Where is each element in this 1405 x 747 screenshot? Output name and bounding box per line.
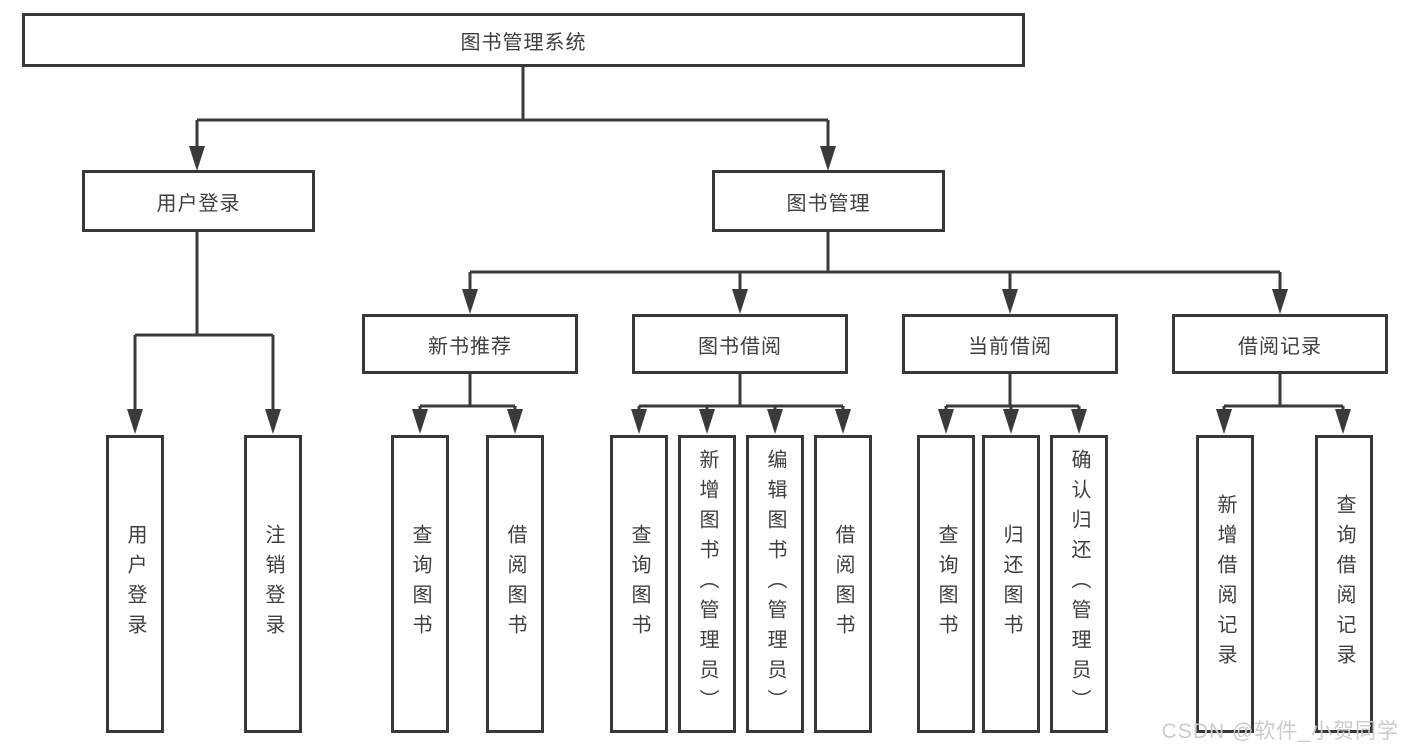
leaf-confirm-return-admin: 确认归还（管理员） (1050, 435, 1108, 733)
leaf-label: 确认归还（管理员） (1068, 449, 1090, 719)
leaf-return-books: 归还图书 (982, 435, 1040, 733)
node-label: 用户登录 (156, 192, 241, 215)
leaf-label: 注销登录 (262, 524, 284, 644)
node-label: 借阅记录 (1238, 335, 1322, 358)
leaf-label: 查询图书 (409, 524, 431, 644)
leaf-label: 借阅图书 (504, 524, 526, 644)
leaf-query-books-current: 查询图书 (917, 435, 975, 733)
node-label: 图书管理 (786, 192, 871, 215)
leaf-query-books-borrow: 查询图书 (610, 435, 668, 733)
node-library-management-system: 图书管理系统 (22, 13, 1025, 67)
leaf-label: 归还图书 (1000, 524, 1022, 644)
leaf-label: 用户登录 (124, 524, 146, 644)
node-new-book-recommendation: 新书推荐 (362, 314, 578, 374)
leaf-add-borrow-record: 新增借阅记录 (1196, 435, 1254, 733)
leaf-label: 借阅图书 (832, 524, 854, 644)
node-label: 当前借阅 (968, 335, 1052, 358)
leaf-user-login: 用户登录 (106, 435, 164, 733)
leaf-label: 查询图书 (935, 524, 957, 644)
node-current-borrowing: 当前借阅 (902, 314, 1118, 374)
node-label: 新书推荐 (428, 335, 512, 358)
node-user-login: 用户登录 (82, 170, 315, 232)
node-borrowing-records: 借阅记录 (1172, 314, 1388, 374)
leaf-label: 查询图书 (628, 524, 650, 644)
node-label: 图书借阅 (698, 335, 782, 358)
leaf-query-borrow-record: 查询借阅记录 (1315, 435, 1373, 733)
leaf-borrow-books-recommend: 借阅图书 (486, 435, 544, 733)
leaf-label: 新增图书（管理员） (696, 449, 718, 719)
leaf-edit-book-admin: 编辑图书（管理员） (746, 435, 804, 733)
node-book-management: 图书管理 (712, 170, 945, 232)
leaf-label: 编辑图书（管理员） (764, 449, 786, 719)
leaf-query-books-recommend: 查询图书 (391, 435, 449, 733)
node-book-borrowing: 图书借阅 (632, 314, 848, 374)
leaf-borrow-books: 借阅图书 (814, 435, 872, 733)
leaf-add-book-admin: 新增图书（管理员） (678, 435, 736, 733)
node-label: 图书管理系统 (460, 31, 587, 54)
leaf-label: 查询借阅记录 (1333, 494, 1355, 674)
leaf-logout: 注销登录 (244, 435, 302, 733)
leaf-label: 新增借阅记录 (1214, 494, 1236, 674)
